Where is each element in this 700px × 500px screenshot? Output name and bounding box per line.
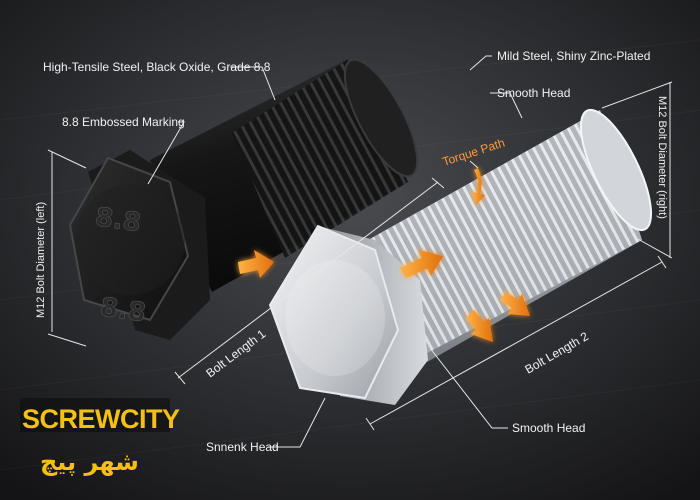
snnenk-head-label: Snnenk Head xyxy=(206,440,279,454)
silver-bolt-threads xyxy=(372,110,642,362)
head-marking-bottom: 8.8 xyxy=(98,292,148,328)
smooth-head-bottom-label: Smooth Head xyxy=(512,421,585,435)
black-material-label: High-Tensile Steel, Black Oxide, Grade 8… xyxy=(43,60,271,74)
right-diameter-label: M12 Bolt Diameter (right) xyxy=(656,96,668,219)
torque-arrows xyxy=(238,168,530,342)
arrow-down-right-icon xyxy=(500,292,530,316)
logo-wordmark: SCREWCITY xyxy=(22,404,180,434)
screwcity-logo: SCREWCITY شهر پیچ xyxy=(20,398,180,476)
silver-bolt-thread-end xyxy=(579,108,653,232)
head-marking-top: 8.8 xyxy=(93,202,143,238)
arrow-left-icon xyxy=(238,250,274,278)
black-bolt-thread-end xyxy=(343,58,419,178)
silver-material-label: Mild Steel, Shiny Zinc-Plated xyxy=(497,49,650,63)
embossed-marking-label: 8.8 Embossed Marking xyxy=(62,115,185,129)
zinc-plated-bolt xyxy=(268,108,653,405)
smooth-head-top-label: Smooth Head xyxy=(497,86,570,100)
black-oxide-bolt: 8.8 8.8 xyxy=(68,58,419,340)
leader-lines xyxy=(47,55,673,448)
torque-path-arrow-icon xyxy=(472,168,485,205)
arrow-down-icon xyxy=(466,310,493,342)
silver-bolt-head-face xyxy=(268,224,400,400)
arrow-shank-icon xyxy=(400,250,443,278)
left-diameter-label: M12 Bolt Diameter (left) xyxy=(35,202,47,318)
logo-persian-text: شهر پیچ xyxy=(40,448,139,476)
